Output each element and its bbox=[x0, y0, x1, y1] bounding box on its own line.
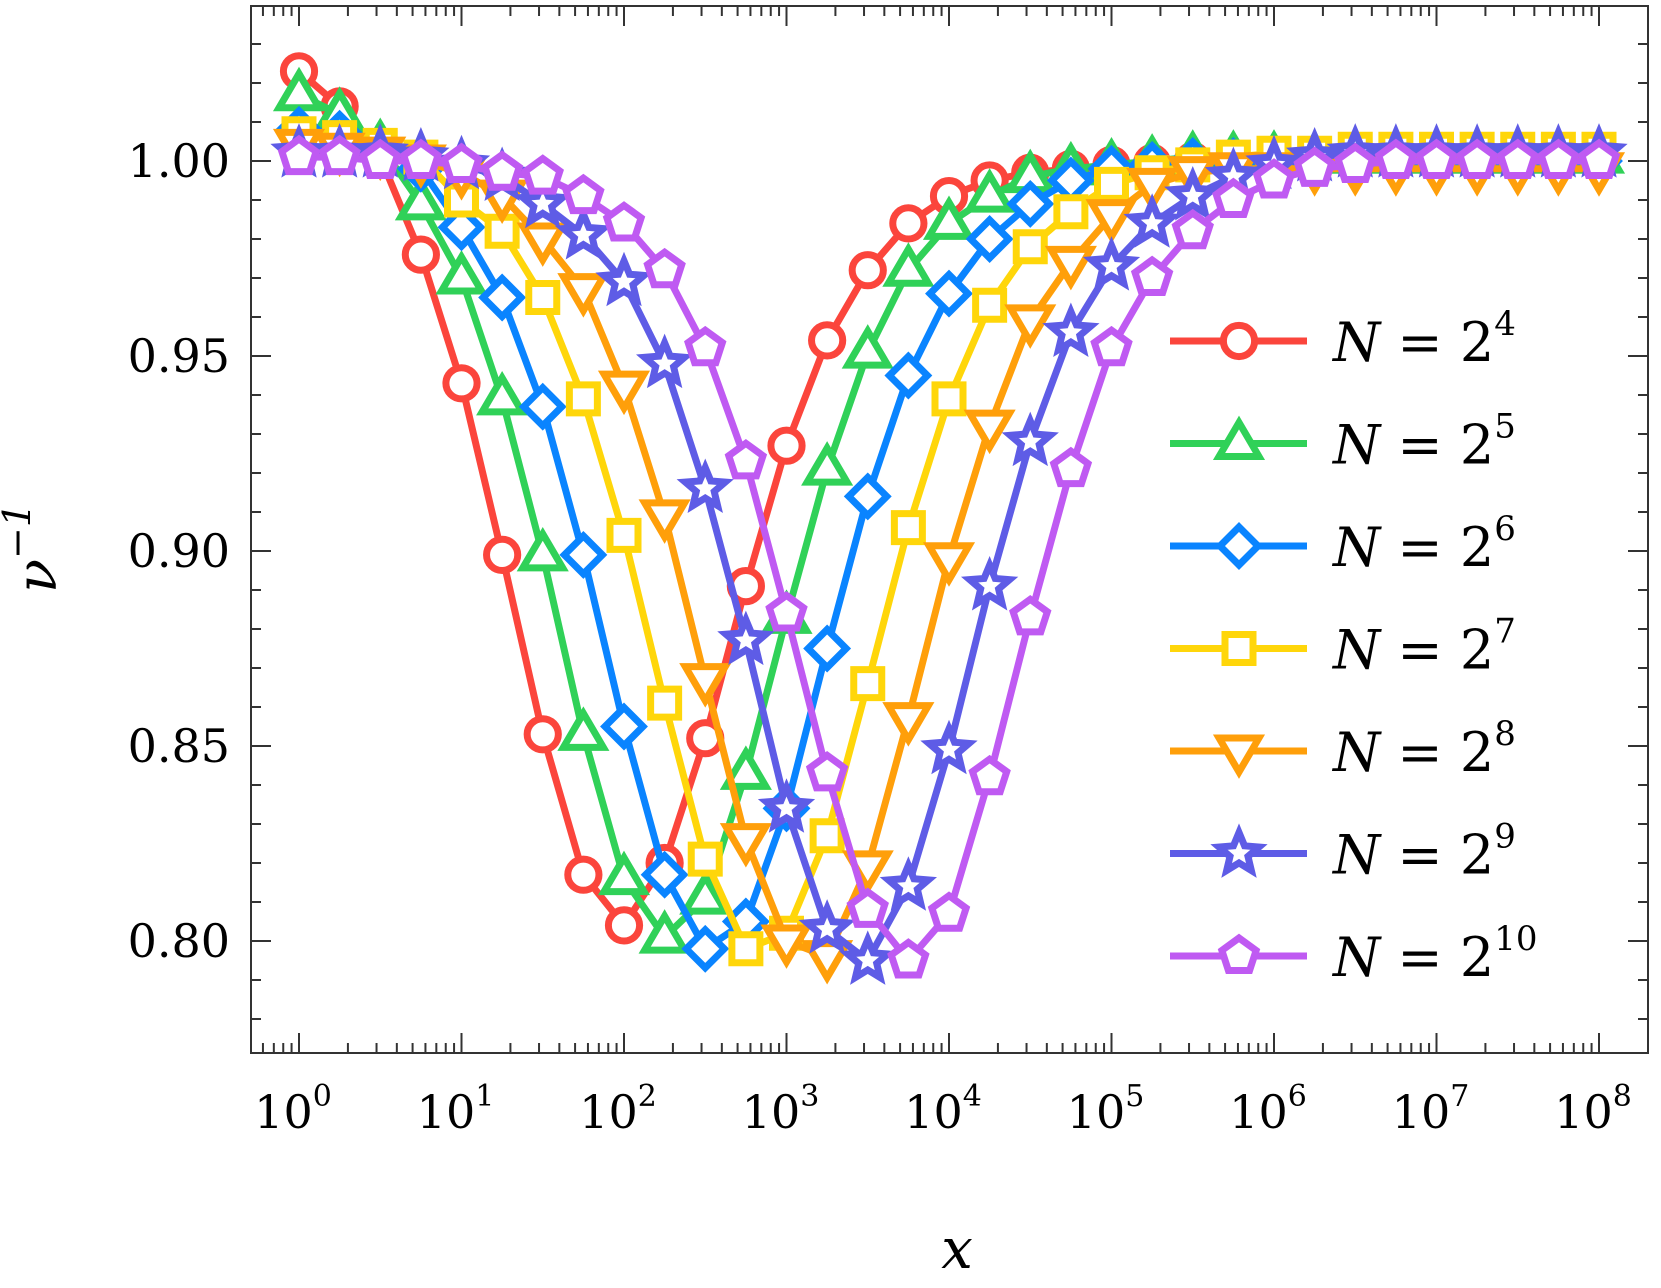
x-tick-label: 107 bbox=[1392, 1079, 1470, 1139]
series-pentagon bbox=[277, 134, 1621, 979]
legend: N = 24 N = 25 N = 26 N = 27 N = 28 N = 29 N = … bbox=[1170, 304, 1537, 989]
legend-item: N = 24 bbox=[1170, 304, 1516, 374]
x-tick-label: 105 bbox=[1067, 1079, 1145, 1139]
y-tick-label: 1.00 bbox=[128, 134, 230, 188]
x-tick-label: 106 bbox=[1229, 1079, 1307, 1139]
y-axis-label-exp: −1 bbox=[0, 503, 39, 559]
x-tick-label: 102 bbox=[579, 1079, 657, 1139]
legend-label: N = 27 bbox=[1331, 612, 1516, 682]
x-tick-label: 100 bbox=[254, 1079, 332, 1139]
y-tick-label: 0.90 bbox=[128, 524, 230, 578]
legend-item: N = 27 bbox=[1170, 612, 1516, 682]
legend-item: N = 210 bbox=[1170, 919, 1537, 989]
x-tick-label: 101 bbox=[417, 1079, 495, 1139]
x-tick-labels: 100 101 102 103 104 105 106 107 108 bbox=[254, 1079, 1632, 1139]
legend-item: N = 26 bbox=[1170, 509, 1516, 579]
y-tick-label: 0.85 bbox=[128, 719, 230, 773]
axes-frame bbox=[250, 5, 1649, 1054]
legend-label: N = 26 bbox=[1331, 509, 1516, 579]
svg-text:ν−1: ν−1 bbox=[0, 503, 70, 593]
x-tick-label: 108 bbox=[1554, 1079, 1632, 1139]
series-layer bbox=[270, 52, 1628, 985]
legend-label: N = 210 bbox=[1331, 919, 1537, 989]
legend-item: N = 29 bbox=[1170, 817, 1516, 887]
x-tick-label: 103 bbox=[742, 1079, 820, 1139]
y-tick-label: 0.95 bbox=[128, 329, 230, 383]
legend-label: N = 28 bbox=[1331, 714, 1516, 784]
legend-item: N = 25 bbox=[1170, 407, 1516, 477]
x-tick-label: 104 bbox=[904, 1079, 982, 1139]
series-triangle-up bbox=[272, 66, 1626, 954]
legend-item: N = 28 bbox=[1170, 714, 1516, 784]
legend-label: N = 25 bbox=[1331, 407, 1516, 477]
y-tick-label: 0.80 bbox=[128, 914, 230, 968]
x-axis-label: x bbox=[941, 1217, 973, 1282]
legend-label: N = 24 bbox=[1331, 304, 1516, 374]
y-axis-label: ν−1 bbox=[0, 503, 70, 593]
legend-label: N = 29 bbox=[1331, 817, 1516, 887]
y-axis-label-base: ν bbox=[5, 559, 70, 593]
y-tick-labels: 0.80 0.85 0.90 0.95 1.00 bbox=[128, 134, 230, 968]
